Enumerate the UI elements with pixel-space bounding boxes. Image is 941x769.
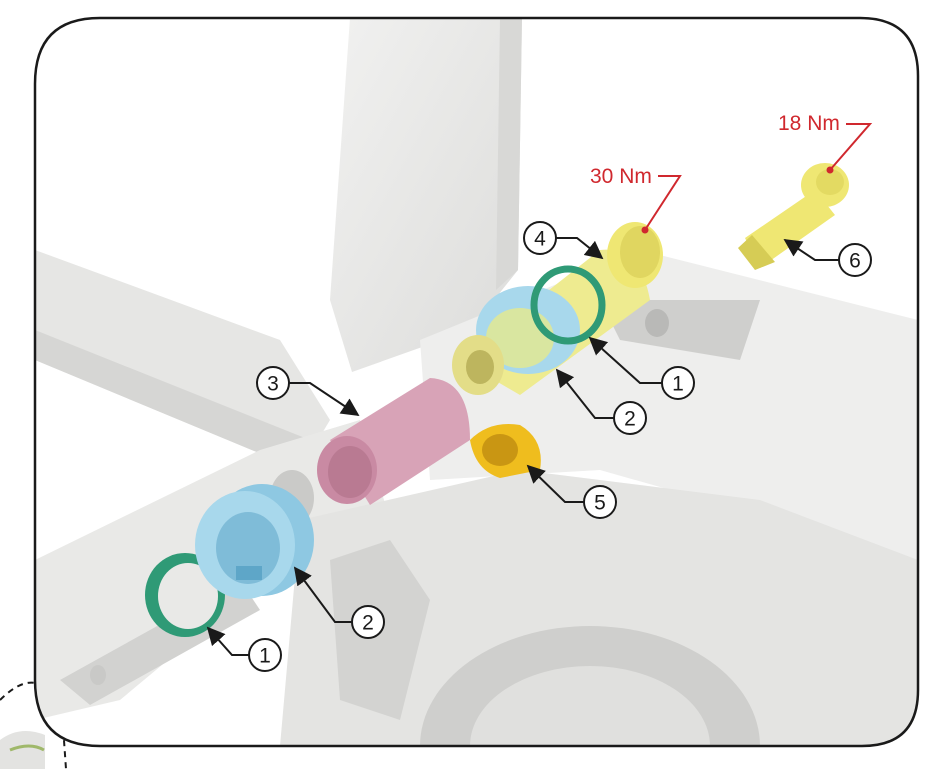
svg-text:18 Nm: 18 Nm: [778, 112, 840, 135]
torque-label-30nm: 30 Nm: [590, 165, 682, 234]
svg-text:2: 2: [362, 612, 374, 635]
nut: [470, 424, 541, 478]
bolt-inner-shaft: [452, 335, 504, 395]
svg-text:4: 4: [534, 228, 546, 251]
seal-ring-bottom: [145, 553, 225, 637]
callout-1-top: 1: [588, 336, 695, 400]
seal-ring-top: [530, 265, 606, 345]
torque-label-18nm: 18 Nm: [778, 112, 873, 174]
callout-2-top: 2: [555, 368, 647, 435]
svg-text:1: 1: [259, 645, 271, 668]
callout-1-bottom: 1: [206, 626, 282, 672]
bike-frame: [35, 18, 918, 746]
svg-text:1: 1: [672, 373, 684, 396]
illustration-panel: [33, 16, 920, 748]
svg-text:2: 2: [624, 408, 636, 431]
callout-2-bottom: 2: [293, 566, 385, 639]
callout-5: 5: [526, 464, 617, 519]
callout-4: 4: [523, 221, 604, 260]
svg-text:5: 5: [594, 492, 606, 515]
callout-3: 3: [256, 366, 360, 416]
sleeve: [317, 378, 470, 505]
bearing-bottom: [195, 484, 314, 599]
svg-text:30 Nm: 30 Nm: [590, 165, 652, 188]
bolt: [738, 163, 849, 270]
svg-text:3: 3: [267, 373, 279, 396]
callout-6: 6: [783, 239, 872, 277]
svg-text:6: 6: [849, 250, 861, 273]
